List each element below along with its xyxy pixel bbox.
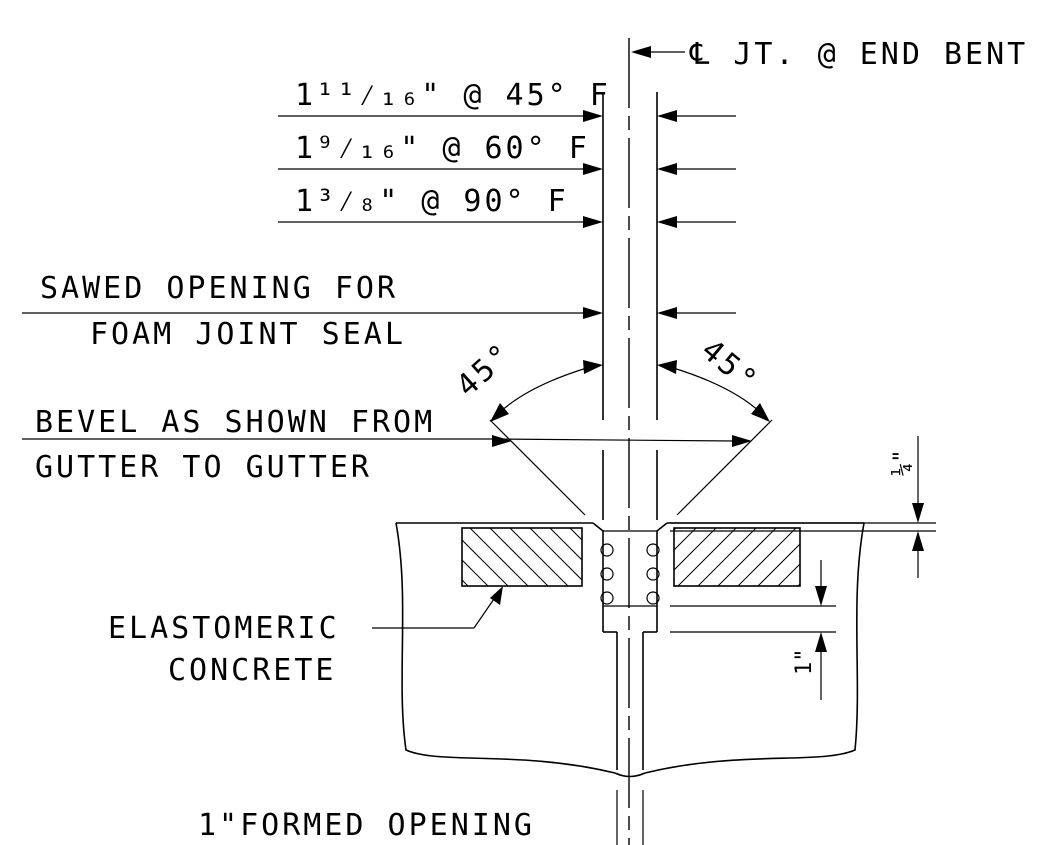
centerline-leader [631,46,685,58]
bevel-label-line2: GUTTER TO GUTTER [35,450,372,485]
angle-arcs [490,360,770,422]
one-inch-label: 1" [792,649,817,676]
angle-left-label: 45° [450,336,520,404]
bevel-leader [22,435,752,447]
elastomeric-label-line1: ELASTOMERIC [108,611,340,646]
cl-joint-label: ℄ JT. @ END BENT [689,37,1028,72]
formed-opening-label: 1"FORMED OPENING [198,808,535,843]
bevel-label-line1: BEVEL AS SHOWN FROM [35,405,435,440]
formed-opening-lines [616,790,644,845]
bevel-guide-lines [489,419,773,516]
sawed-opening-label-line1: SAWED OPENING FOR [40,271,398,306]
gap-45f-label: 1¹¹⁄₁₆" @ 45° F [295,78,611,113]
gap-90f-label: 1³⁄₈" @ 90° F [295,184,569,219]
gap-60f-label: 1⁹⁄₁₆" @ 60° F [295,131,590,166]
elastomeric-block-right [673,527,801,587]
sawed-opening-label-line2: FOAM JOINT SEAL [90,317,406,352]
angle-right-label: 45° [694,333,765,400]
gap-dimension-arrows [22,110,736,319]
elastomeric-label-line2: CONCRETE [168,653,337,688]
quarter-inch-label: ¼" [890,450,915,477]
quarter-inch-dimension [670,436,936,578]
joint-face-lines [602,92,658,520]
elastomeric-block-left [461,527,583,587]
one-inch-dimension [670,560,836,700]
joint-opening [602,531,658,770]
foam-seal-circles [600,543,660,605]
elastomeric-leader [372,586,503,629]
